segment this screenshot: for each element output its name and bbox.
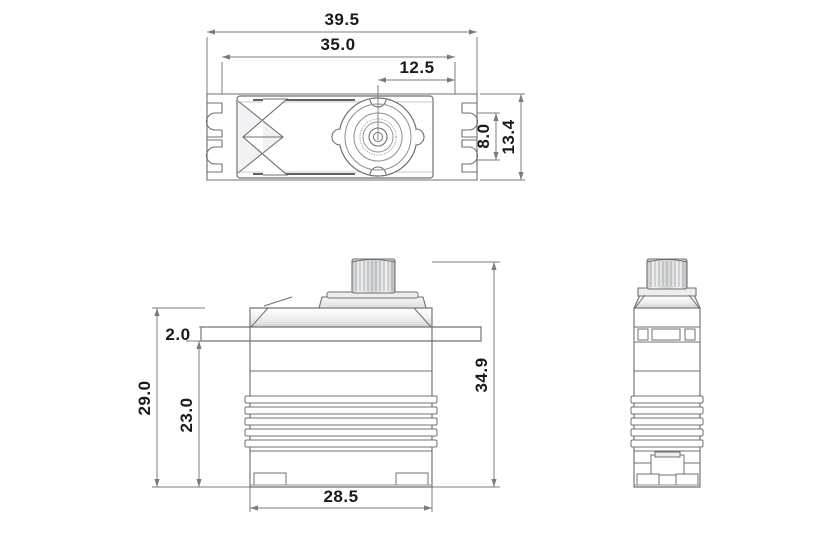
side-view-chamfers [634, 294, 700, 309]
top-view-chevron [237, 98, 289, 176]
mount-slot-right-lower [461, 139, 478, 173]
top-view: 39.5 35.0 12.5 8.0 [206, 10, 525, 181]
dimension-label-39-5: 39.5 [324, 10, 359, 29]
side-view-shoulder [633, 287, 701, 309]
side-heatsink-fins [630, 395, 704, 448]
front-view: 29.0 23.0 2.0 34.9 [135, 258, 500, 512]
dimension-34-9 [432, 261, 500, 488]
dimension-label-34-9: 34.9 [472, 357, 491, 392]
side-bottom-feet [634, 473, 700, 486]
side-view [630, 258, 704, 488]
front-flange-right [431, 326, 482, 342]
side-connector-housing [634, 451, 700, 476]
dimension-label-35-0: 35.0 [320, 35, 355, 54]
mount-slot-left-lower [206, 139, 223, 173]
side-flange-band [633, 326, 701, 343]
side-case-seams [634, 370, 700, 452]
dimension-label-12-5: 12.5 [399, 58, 434, 77]
side-output-spline [646, 258, 688, 290]
dimension-label-29-0: 29.0 [135, 380, 154, 415]
front-case-seams [250, 370, 432, 452]
front-heatsink-fins [244, 395, 438, 448]
mount-slot-left-upper [206, 102, 223, 138]
front-top-cap [318, 291, 427, 309]
dimension-label-2-0: 2.0 [165, 325, 190, 344]
front-output-spline [351, 258, 396, 294]
mount-slot-right-upper [461, 102, 478, 138]
dimension-label-28-5: 28.5 [323, 487, 358, 506]
front-bottom-feet [250, 472, 432, 486]
front-flange-left [200, 326, 251, 342]
dimension-13-4 [480, 93, 525, 181]
dimension-label-8-0: 8.0 [474, 123, 493, 148]
dimension-39-5 [206, 29, 478, 96]
dimension-label-13-4: 13.4 [499, 119, 518, 154]
dimension-label-23-0: 23.0 [177, 397, 196, 432]
